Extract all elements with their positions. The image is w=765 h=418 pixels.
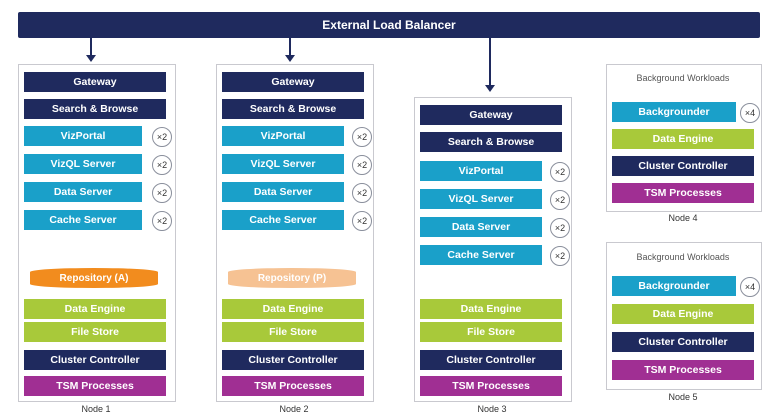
node2-tsm-processes: TSM Processes bbox=[222, 376, 364, 396]
node2-data-server: Data Server bbox=[222, 182, 344, 202]
arrow-node3 bbox=[489, 38, 491, 86]
node5-backgrounder: Backgrounder bbox=[612, 276, 736, 296]
node3-cluster-controller: Cluster Controller bbox=[420, 350, 562, 370]
node1-data-server: Data Server bbox=[24, 182, 142, 202]
node3-vizportal: VizPortal bbox=[420, 161, 542, 181]
node3-tsm-processes: TSM Processes bbox=[420, 376, 562, 396]
node5-backgrounder-badge: ×4 bbox=[740, 277, 760, 297]
node4-title: Background Workloads bbox=[636, 73, 730, 83]
node3-caption: Node 3 bbox=[477, 404, 507, 414]
node1-cache-server: Cache Server bbox=[24, 210, 142, 230]
node2-caption: Node 2 bbox=[279, 404, 309, 414]
node1-gateway: Gateway bbox=[24, 72, 166, 92]
node4-backgrounder-badge: ×4 bbox=[740, 103, 760, 123]
node2-file-store: File Store bbox=[222, 322, 364, 342]
node1-file-store: File Store bbox=[24, 322, 166, 342]
node1-vizql-server: VizQL Server bbox=[24, 154, 142, 174]
node3-vizql-server: VizQL Server bbox=[420, 189, 542, 209]
node1-vizql-badge: ×2 bbox=[152, 155, 172, 175]
node3-vizql-badge: ×2 bbox=[550, 190, 570, 210]
node1-search-browse: Search & Browse bbox=[24, 99, 166, 119]
node5-data-engine: Data Engine bbox=[612, 304, 754, 324]
node1-tsm-processes: TSM Processes bbox=[24, 376, 166, 396]
node-1-box bbox=[18, 64, 176, 402]
node3-file-store: File Store bbox=[420, 322, 562, 342]
node3-cache-server-badge: ×2 bbox=[550, 246, 570, 266]
node2-vizql-badge: ×2 bbox=[352, 155, 372, 175]
node3-data-server: Data Server bbox=[420, 217, 542, 237]
node2-vizql-server: VizQL Server bbox=[222, 154, 344, 174]
node1-data-server-badge: ×2 bbox=[152, 183, 172, 203]
node4-backgrounder: Backgrounder bbox=[612, 102, 736, 122]
arrow-node2 bbox=[289, 38, 291, 56]
node2-vizportal-badge: ×2 bbox=[352, 127, 372, 147]
node2-gateway: Gateway bbox=[222, 72, 364, 92]
node5-tsm-processes: TSM Processes bbox=[612, 360, 754, 380]
node2-search-browse: Search & Browse bbox=[222, 99, 364, 119]
arrow-head-node3 bbox=[485, 85, 495, 92]
node1-caption: Node 1 bbox=[81, 404, 111, 414]
node5-caption: Node 5 bbox=[668, 392, 698, 402]
node3-data-engine: Data Engine bbox=[420, 299, 562, 319]
node2-data-server-badge: ×2 bbox=[352, 183, 372, 203]
node-2-box bbox=[216, 64, 374, 402]
node5-cluster-controller: Cluster Controller bbox=[612, 332, 754, 352]
node4-cluster-controller: Cluster Controller bbox=[612, 156, 754, 176]
node3-search-browse: Search & Browse bbox=[420, 132, 562, 152]
node3-gateway: Gateway bbox=[420, 105, 562, 125]
node2-data-engine: Data Engine bbox=[222, 299, 364, 319]
arrow-node1 bbox=[90, 38, 92, 56]
arrow-head-node2 bbox=[285, 55, 295, 62]
node1-cache-server-badge: ×2 bbox=[152, 211, 172, 231]
node5-title: Background Workloads bbox=[636, 252, 730, 262]
external-load-balancer: External Load Balancer bbox=[18, 12, 760, 38]
node2-repository: Repository (P) bbox=[228, 268, 356, 288]
node1-vizportal: VizPortal bbox=[24, 126, 142, 146]
node1-data-engine: Data Engine bbox=[24, 299, 166, 319]
node2-cache-server: Cache Server bbox=[222, 210, 344, 230]
node1-cluster-controller: Cluster Controller bbox=[24, 350, 166, 370]
node2-vizportal: VizPortal bbox=[222, 126, 344, 146]
node2-cluster-controller: Cluster Controller bbox=[222, 350, 364, 370]
node3-cache-server: Cache Server bbox=[420, 245, 542, 265]
node4-tsm-processes: TSM Processes bbox=[612, 183, 754, 203]
node1-repository: Repository (A) bbox=[30, 268, 158, 288]
node4-data-engine: Data Engine bbox=[612, 129, 754, 149]
node1-vizportal-badge: ×2 bbox=[152, 127, 172, 147]
node3-vizportal-badge: ×2 bbox=[550, 162, 570, 182]
node4-caption: Node 4 bbox=[668, 213, 698, 223]
node2-cache-server-badge: ×2 bbox=[352, 211, 372, 231]
node3-data-server-badge: ×2 bbox=[550, 218, 570, 238]
arrow-head-node1 bbox=[86, 55, 96, 62]
